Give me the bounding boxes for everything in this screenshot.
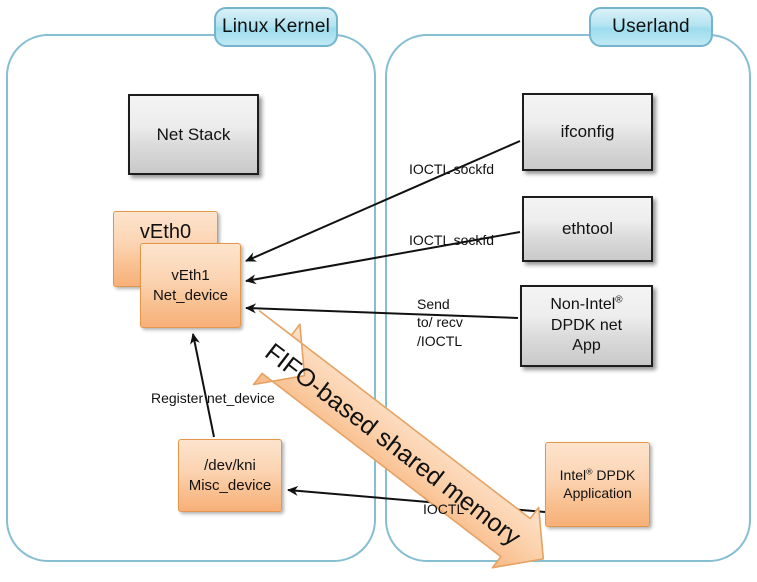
- send-line-2: to/ recv: [417, 314, 463, 331]
- veth1-line-1: vEth1: [171, 267, 210, 285]
- dev-kni-line-2: Misc_device: [188, 476, 272, 494]
- userland-title: Userland: [589, 7, 713, 47]
- label-ioctl-sockfd-ifconfig: IOCTL sockfd: [409, 161, 495, 177]
- label-ioctl-bottom: IOCTL: [423, 501, 465, 517]
- box-intel-dpdk-application: Intel® DPDK Application: [545, 442, 650, 527]
- box-ifconfig: ifconfig: [522, 93, 653, 171]
- userland-panel: [385, 34, 751, 562]
- label-ioctl-sockfd-ethtool: IOCTL sockfd: [409, 232, 495, 248]
- dev-kni-line-1: /dev/kni: [204, 457, 256, 475]
- veth1-line-2: Net_device: [152, 286, 229, 304]
- box-veth1-net-device: vEth1 Net_device: [140, 243, 241, 328]
- veth0-label: vEth0: [139, 221, 192, 243]
- non-intel-line-2: DPDK net: [550, 316, 623, 334]
- label-register-net-device: Register net_device: [151, 390, 275, 406]
- intel-dpdk-line-2: Application: [563, 484, 632, 501]
- linux-kernel-title: Linux Kernel: [214, 7, 338, 47]
- ifconfig-label: ifconfig: [560, 122, 615, 142]
- non-intel-line-3: App: [572, 337, 601, 355]
- ethtool-label: ethtool: [561, 219, 614, 239]
- registered-trademark-icon: ®: [586, 465, 593, 476]
- registered-trademark-icon: ®: [615, 294, 623, 306]
- send-line-1: Send: [417, 296, 450, 312]
- box-net-stack: Net Stack: [128, 94, 259, 175]
- box-ethtool: ethtool: [522, 196, 653, 262]
- intel-dpdk-line-1: Intel® DPDK: [559, 465, 636, 483]
- net-stack-label: Net Stack: [156, 124, 231, 144]
- kernel-panel: [6, 34, 376, 562]
- non-intel-line-1: Non-Intel®: [550, 294, 623, 314]
- send-line-3: /IOCTL: [417, 332, 463, 349]
- label-send-recv-ioctl: Send to/ recv /IOCTL: [417, 295, 463, 350]
